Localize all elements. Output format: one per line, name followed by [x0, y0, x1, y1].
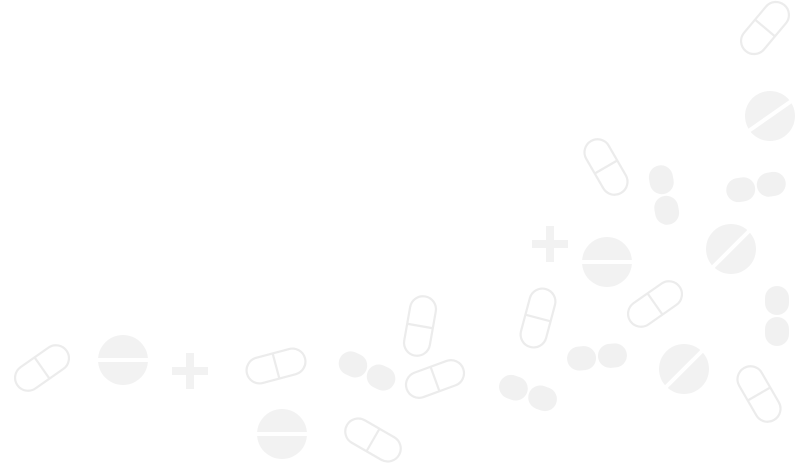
capsule-icon — [516, 284, 560, 352]
tablet-icon — [694, 212, 768, 286]
capsule-icon — [646, 163, 682, 227]
tablet-icon — [256, 409, 308, 459]
capsule-icon — [339, 412, 407, 468]
plus-icon — [172, 353, 208, 389]
capsule-icon — [334, 347, 400, 395]
capsule-icon — [731, 360, 787, 428]
capsule-icon — [401, 355, 469, 403]
capsule-icon — [400, 293, 440, 359]
plus-icon — [532, 226, 568, 262]
tablet-icon — [97, 335, 149, 385]
capsule-icon — [495, 371, 561, 415]
tablet-icon — [734, 80, 803, 152]
capsule-icon — [578, 133, 634, 201]
tablet-icon — [647, 332, 721, 406]
capsule-icon — [734, 0, 796, 61]
capsule-icon — [242, 344, 310, 388]
capsule-icon — [621, 275, 689, 333]
capsule-icon — [566, 342, 628, 372]
capsule-icon — [765, 286, 789, 346]
capsule-icon — [724, 169, 788, 205]
tablet-icon — [581, 237, 633, 287]
capsule-icon — [8, 339, 76, 397]
